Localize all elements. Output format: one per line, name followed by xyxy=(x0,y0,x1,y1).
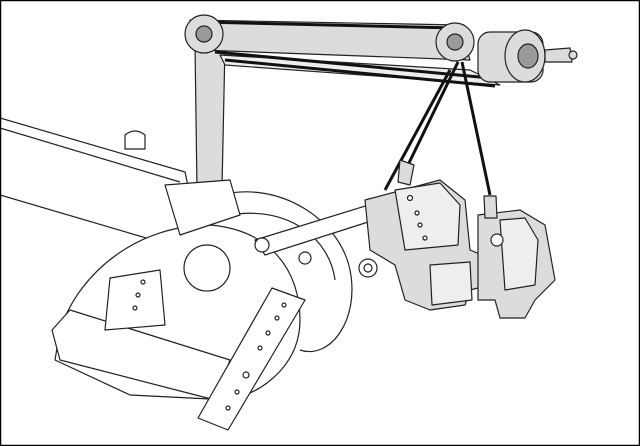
cables xyxy=(199,20,496,196)
top-arm xyxy=(189,19,501,86)
front-caliper xyxy=(364,159,491,311)
adjustment-strap xyxy=(197,287,306,431)
pivot-knob xyxy=(477,29,578,83)
right-pulley xyxy=(435,22,475,62)
vertical-post xyxy=(164,44,241,236)
left-pulley xyxy=(184,14,224,54)
slotted-plate xyxy=(104,269,166,331)
linkage-rod xyxy=(254,199,391,278)
rear-caliper xyxy=(477,195,556,319)
beam xyxy=(0,117,201,246)
